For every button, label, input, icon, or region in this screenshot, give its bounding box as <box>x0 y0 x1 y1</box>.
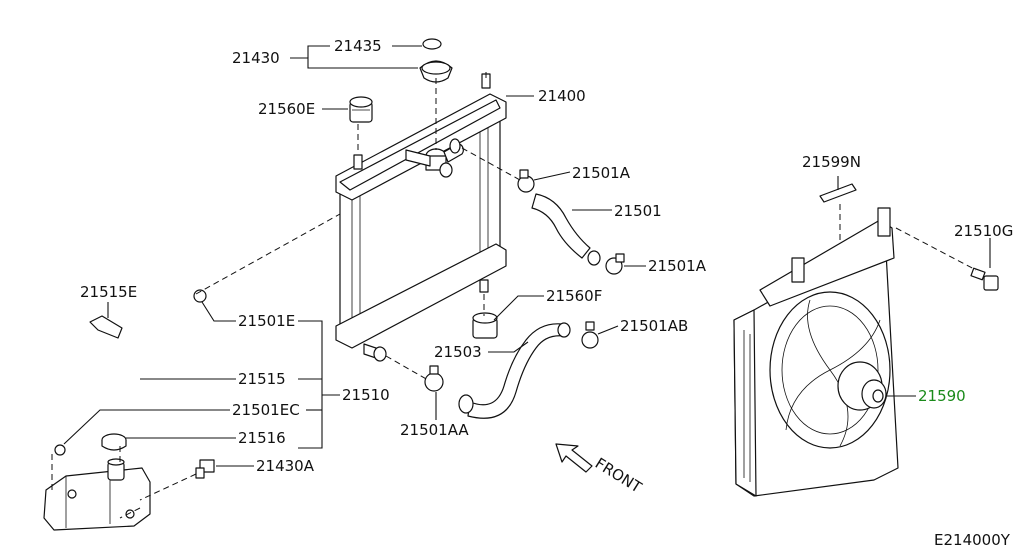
label-sticker <box>819 183 857 203</box>
part-label-21560E[interactable]: 21560E <box>258 100 315 118</box>
part-label-21510G[interactable]: 21510G <box>954 222 1013 240</box>
drain-plug-21560F <box>472 312 498 339</box>
part-label-21501EC[interactable]: 21501EC <box>232 401 300 419</box>
part-label-21501[interactable]: 21501 <box>614 202 662 220</box>
part-label-21590[interactable]: 21590 <box>918 387 966 405</box>
part-labels: 21430 21435 21400 21560E 21501A 21501 21… <box>80 37 1013 548</box>
bolt-21430A <box>195 459 215 479</box>
part-label-21560F[interactable]: 21560F <box>546 287 602 305</box>
reservoir-tank <box>43 458 151 531</box>
part-label-21400[interactable]: 21400 <box>538 87 586 105</box>
bolt-21510G <box>970 267 999 291</box>
part-label-21510[interactable]: 21510 <box>342 386 390 404</box>
part-label-21503[interactable]: 21503 <box>434 343 482 361</box>
part-label-21599N[interactable]: 21599N <box>802 153 861 171</box>
part-label-21501E[interactable]: 21501E <box>238 312 295 330</box>
radiator <box>335 73 507 362</box>
part-label-21501A-bottom[interactable]: 21501A <box>648 257 707 275</box>
part-label-21515E[interactable]: 21515E <box>80 283 137 301</box>
part-label-21430[interactable]: 21430 <box>232 49 280 67</box>
part-label-21501AB[interactable]: 21501AB <box>620 317 688 335</box>
part-label-21516[interactable]: 21516 <box>238 429 286 447</box>
reservoir-hose <box>54 289 207 456</box>
part-label-21501AA[interactable]: 21501AA <box>400 421 469 439</box>
lower-hose <box>424 321 599 419</box>
part-label-21435[interactable]: 21435 <box>334 37 382 55</box>
reservoir-cap <box>101 433 127 451</box>
part-label-21430A[interactable]: 21430A <box>256 457 315 475</box>
front-label: FRONT <box>592 454 646 497</box>
part-label-21515[interactable]: 21515 <box>238 370 286 388</box>
front-direction-arrow <box>555 443 593 473</box>
hose-clip <box>89 315 123 339</box>
drain-plug-21560E <box>349 96 373 123</box>
part-label-21501A-top[interactable]: 21501A <box>572 164 631 182</box>
radiator-cap <box>419 38 453 83</box>
diagram-code: E214000Y <box>934 531 1011 548</box>
leader-lines <box>51 45 991 519</box>
upper-hose <box>517 169 625 275</box>
fan-shroud-assembly <box>733 207 899 497</box>
